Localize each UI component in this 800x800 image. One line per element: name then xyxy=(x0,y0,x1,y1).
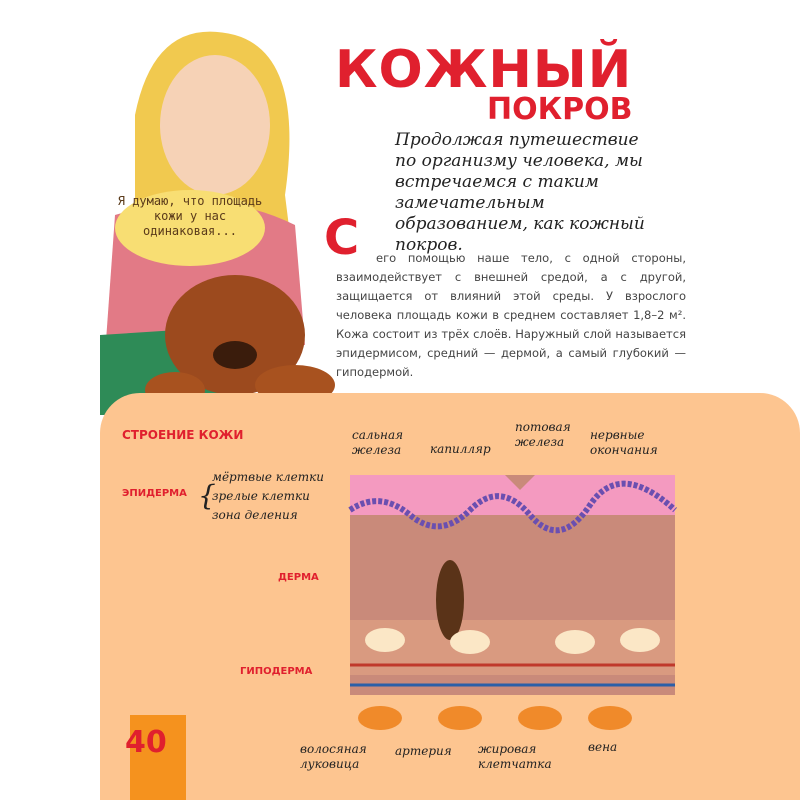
page-number-tab: 40 xyxy=(125,715,186,800)
label-fat: жировая клетчатка xyxy=(478,742,552,771)
speech-bubble: Я думаю, что площадь кожи у нас одинаков… xyxy=(115,190,265,266)
label-sweat: потовая железа xyxy=(515,420,571,449)
layer-dermis: ДЕРМА xyxy=(278,572,319,583)
label-artery: артерия xyxy=(395,744,452,758)
label-nerves: нервные окончания xyxy=(590,428,658,457)
layer-epidermis: ЭПИДЕРМА xyxy=(122,488,187,499)
skin-cross-section xyxy=(348,475,678,730)
label-sebaceous: сальная железа xyxy=(352,428,404,457)
label-mature-cells: зрелые клетки xyxy=(212,489,310,503)
drop-cap: С xyxy=(324,210,360,266)
page-subtitle: ПОКРОВ xyxy=(487,92,633,127)
label-vein: вена xyxy=(588,740,618,754)
body-text: С его помощью наше тело, с одной стороны… xyxy=(324,214,686,382)
brace: { xyxy=(198,479,216,512)
diagram-heading: СТРОЕНИЕ КОЖИ xyxy=(122,428,244,442)
layer-hypodermis: ГИПОДЕРМА xyxy=(240,666,313,677)
label-division-zone: зона деления xyxy=(212,508,298,522)
label-dead-cells: мёртвые клетки xyxy=(212,470,324,484)
label-capillary: капилляр xyxy=(430,442,491,456)
body-paragraph: его помощью наше тело, с одной стороны, … xyxy=(336,251,686,379)
page-number: 40 xyxy=(125,725,167,760)
page-title: КОЖНЫЙ xyxy=(335,40,633,100)
label-follicle: волосяная луковица xyxy=(300,742,367,771)
intro-text: Продолжая путешествие по организму челов… xyxy=(395,130,645,255)
